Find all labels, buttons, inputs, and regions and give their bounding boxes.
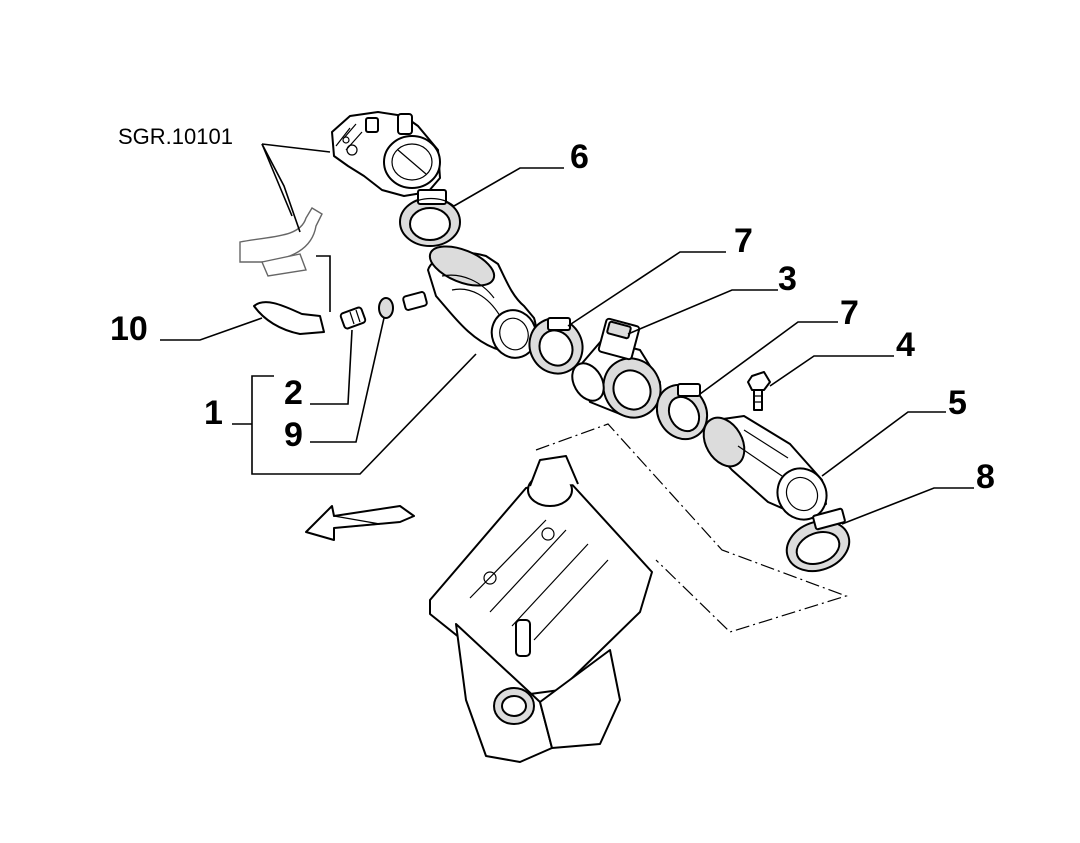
reference-label: SGR.10101 — [118, 124, 233, 149]
callout-7-a: 7 — [734, 222, 753, 260]
screw-4 — [747, 371, 771, 411]
nipple-fitting — [402, 291, 428, 311]
intake-hose — [427, 245, 538, 359]
clamp-8 — [785, 507, 851, 573]
callout-5: 5 — [948, 384, 967, 422]
callout-6: 6 — [570, 138, 589, 176]
air-filter-box — [429, 455, 653, 763]
fitting-2 — [339, 306, 367, 330]
ring-9 — [378, 297, 394, 319]
callout-1: 1 — [204, 394, 223, 432]
clamp-6 — [399, 189, 461, 247]
direction-arrow — [305, 505, 415, 541]
callout-10: 10 — [110, 310, 148, 348]
clamp-7-a — [528, 317, 584, 375]
air-flow-meter — [571, 317, 662, 419]
callout-7-b: 7 — [840, 294, 859, 332]
callout-8: 8 — [976, 458, 995, 496]
callout-2: 2 — [284, 374, 303, 412]
connector-hose — [702, 415, 828, 521]
throttle-body — [331, 111, 441, 197]
clamp-7-b — [655, 383, 709, 441]
callout-3: 3 — [778, 260, 797, 298]
callout-9: 9 — [284, 416, 303, 454]
hose-10 — [253, 301, 325, 335]
callout-4: 4 — [896, 326, 915, 364]
leader-lines — [160, 143, 974, 525]
assembly-boundary — [535, 423, 848, 633]
ghost-hose — [239, 207, 323, 277]
